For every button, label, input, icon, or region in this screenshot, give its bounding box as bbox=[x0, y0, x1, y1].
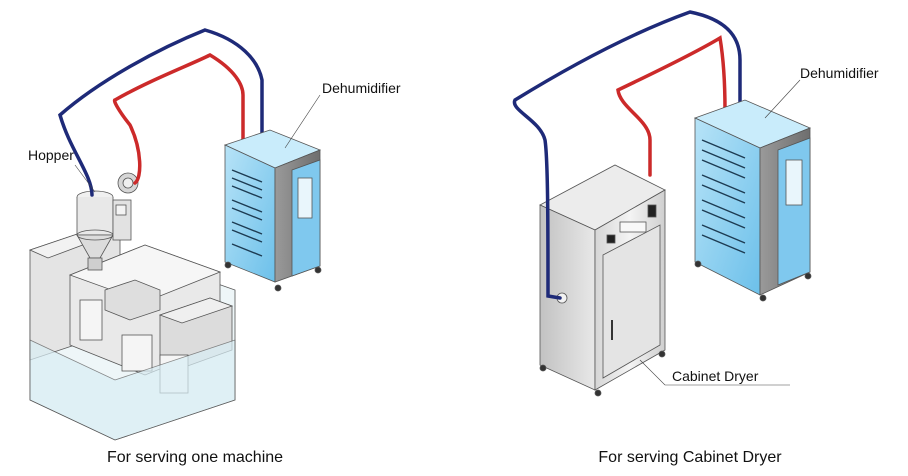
cabinet-dryer-leader bbox=[639, 359, 666, 386]
dehumidifier-left-label: Dehumidifier bbox=[322, 80, 401, 96]
injection-machine bbox=[28, 227, 236, 441]
cabinet-dryer bbox=[539, 164, 666, 397]
left-caption: For serving one machine bbox=[107, 449, 283, 466]
right-caption: For serving Cabinet Dryer bbox=[598, 449, 782, 466]
dehumidifier-left-leader bbox=[284, 94, 321, 149]
return-pipe-right bbox=[512, 10, 742, 300]
dehumidifier-right-leader bbox=[764, 79, 801, 119]
dehumidifier-left bbox=[223, 129, 322, 292]
hopper-leader bbox=[74, 164, 96, 193]
cabinet-dryer-label: Cabinet Dryer bbox=[672, 368, 759, 384]
left-panel: Hopper Dehumidifier For serving one mach… bbox=[28, 28, 401, 466]
hopper-label: Hopper bbox=[28, 147, 74, 163]
hopper bbox=[76, 172, 139, 271]
dehumidifier-right-label: Dehumidifier bbox=[800, 65, 879, 81]
right-panel: Dehumidifier Cabinet Dryer For serving C… bbox=[512, 10, 879, 466]
supply-pipe-right bbox=[616, 35, 727, 177]
supply-pipe-left bbox=[112, 53, 245, 185]
return-pipe-left bbox=[58, 28, 264, 197]
dehumidifier-right bbox=[693, 99, 812, 302]
